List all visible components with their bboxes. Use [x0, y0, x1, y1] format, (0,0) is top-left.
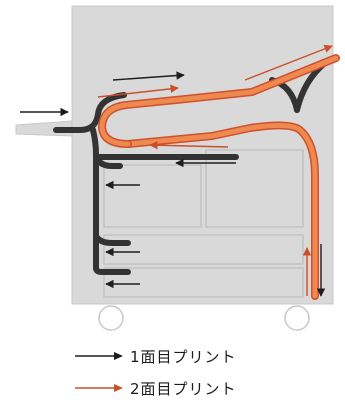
second-side-path [98, 54, 340, 300]
arrow-red-upper-right [244, 44, 333, 81]
legend-second-side: 2面目プリント [74, 377, 237, 399]
legend-first-side: 1面目プリント [74, 345, 237, 367]
printer-diagram [15, 5, 340, 331]
drawer-4 [103, 267, 304, 298]
wheel-right [284, 305, 310, 331]
arrow-top-right [112, 71, 185, 81]
first-side-arrows [20, 71, 326, 297]
drawer-1 [103, 164, 202, 228]
second-side-arrows [97, 44, 333, 296]
arrow-red-return [149, 140, 229, 150]
legend-second-side-label: 2面目プリント [130, 379, 237, 398]
legend-arrow-red-icon [75, 384, 123, 392]
drawer-2 [205, 149, 304, 228]
wheel-left [98, 305, 124, 331]
arrow-red-top [97, 84, 179, 98]
legend-arrow-dark-icon [75, 352, 123, 360]
legend-first-side-label: 1面目プリント [130, 347, 237, 366]
